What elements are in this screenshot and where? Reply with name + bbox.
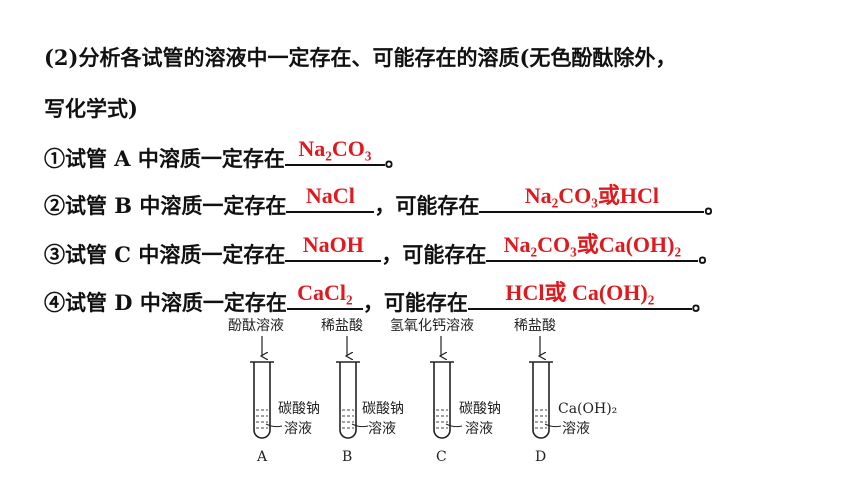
item-b-mid: ，可能存在	[374, 193, 480, 218]
tube-label-d: D	[535, 449, 546, 465]
item-c-prefix: ③试管 C 中溶质一定存在	[44, 242, 286, 267]
item-d-prefix: ④试管 D 中溶质一定存在	[44, 290, 287, 315]
solution-d-line1: Ca(OH)₂	[558, 401, 617, 417]
item-d-end: 。	[691, 290, 713, 315]
reagent-label-d: 稀盐酸	[514, 318, 556, 334]
item-a-end: 。	[384, 146, 406, 171]
question-text-1: (2)分析各试管的溶液中一定存在、可能存在的溶质(无色酚酞除外，	[44, 45, 677, 70]
item-c-possible-blank: Na₂CO₃或Ca(OH)₂	[486, 232, 699, 262]
item-a-definite-blank: Na₂CO₃	[284, 136, 385, 166]
item-c-definite-blank: NaOH	[285, 232, 382, 262]
test-tube-d	[529, 361, 562, 439]
item-b-possible-answer: Na₂CO₃或HCl	[524, 183, 659, 208]
item-b-prefix: ②试管 B 中溶质一定存在	[44, 193, 287, 218]
item-c: ③试管 C 中溶质一定存在 NaOH ，可能存在 Na₂CO₃或Ca(OH)₂ 。	[44, 232, 720, 269]
tube-label-b: B	[342, 449, 352, 465]
item-d-definite-blank: CaCl₂	[286, 280, 363, 310]
item-c-mid: ，可能存在	[381, 242, 487, 267]
test-tube-b	[336, 361, 369, 439]
solution-a-line1: 碳酸钠	[278, 401, 320, 417]
item-a: ①试管 A 中溶质一定存在 Na₂CO₃ 。	[44, 136, 406, 173]
question-text-2: 写化学式)	[44, 96, 138, 121]
item-d: ④试管 D 中溶质一定存在 CaCl₂ ，可能存在 HCl或 Ca(OH)₂ 。	[44, 280, 713, 317]
item-d-possible-blank: HCl或 Ca(OH)₂	[467, 280, 692, 310]
item-d-definite-answer: CaCl₂	[297, 280, 353, 305]
solution-c-line2: 溶液	[465, 421, 493, 437]
solution-a-line2: 溶液	[284, 421, 312, 437]
reagent-label-c: 氢氧化钙溶液	[390, 318, 474, 334]
solution-b-line2: 溶液	[368, 421, 396, 437]
item-b-end: 。	[704, 193, 726, 218]
reagent-label-a: 酚酞溶液	[228, 318, 284, 334]
tube-label-a: A	[256, 449, 268, 465]
item-b-definite-blank: NaCl	[286, 183, 375, 213]
question-line-1: (2)分析各试管的溶液中一定存在、可能存在的溶质(无色酚酞除外，	[44, 44, 676, 72]
item-b-possible-blank: Na₂CO₃或HCl	[479, 183, 705, 213]
test-tube-a	[250, 361, 283, 439]
item-c-definite-answer: NaOH	[302, 232, 364, 257]
item-d-mid: ，可能存在	[362, 290, 468, 315]
solution-d-line2: 溶液	[562, 421, 590, 437]
item-a-definite-answer: Na₂CO₃	[298, 136, 372, 161]
item-c-end: 。	[698, 242, 720, 267]
solution-b-line1: 碳酸钠	[362, 401, 404, 417]
item-a-prefix: ①试管 A 中溶质一定存在	[44, 146, 285, 171]
solution-c-line1: 碳酸钠	[459, 401, 501, 417]
question-line-2: 写化学式)	[44, 95, 138, 123]
reagent-label-b: 稀盐酸	[321, 318, 363, 334]
item-c-possible-answer: Na₂CO₃或Ca(OH)₂	[503, 232, 682, 257]
item-b: ②试管 B 中溶质一定存在 NaCl ，可能存在 Na₂CO₃或HCl 。	[44, 183, 726, 220]
tube-label-c: C	[436, 449, 447, 465]
item-d-possible-answer: HCl或 Ca(OH)₂	[505, 280, 655, 305]
item-b-definite-answer: NaCl	[305, 183, 355, 208]
test-tube-c	[430, 361, 463, 439]
